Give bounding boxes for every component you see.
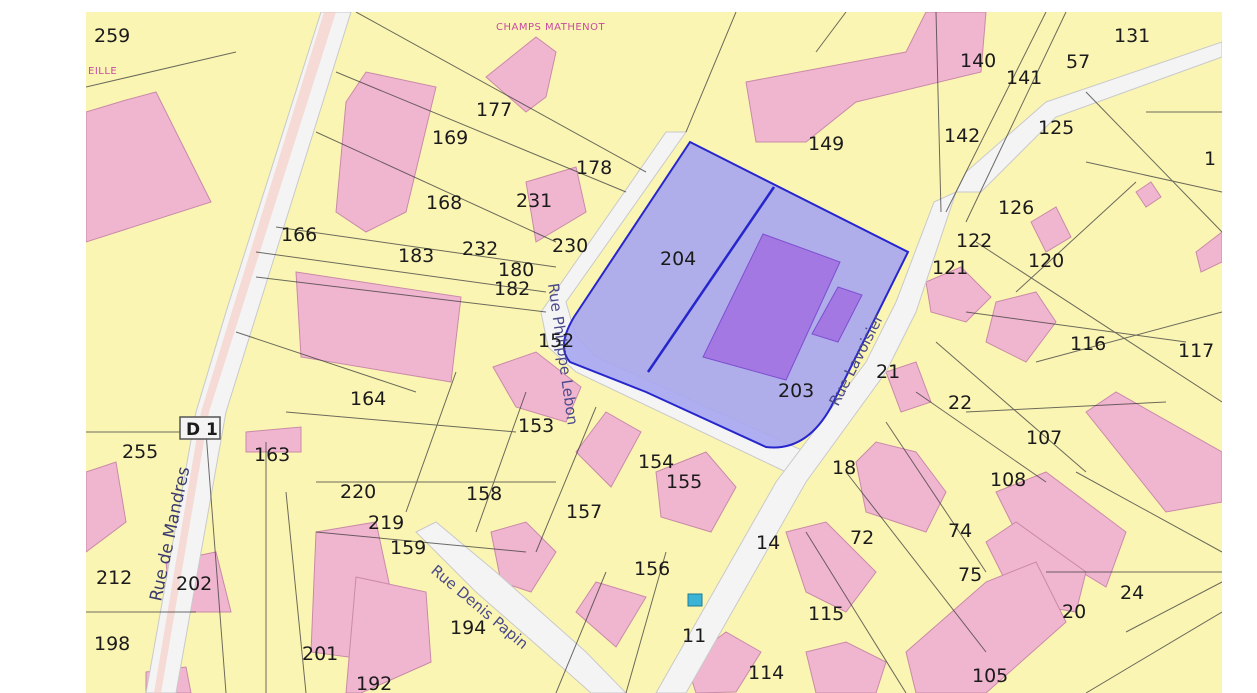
parcel-label: 131: [1114, 25, 1150, 47]
parcel-label: 14: [756, 532, 780, 554]
parcel-label: 202: [176, 573, 212, 595]
parcel-label: 18: [832, 457, 856, 479]
parcel-label: 126: [998, 197, 1034, 219]
parcel-label: 115: [808, 603, 844, 625]
parcel-label: 163: [254, 444, 290, 466]
parcel-label: 74: [948, 520, 972, 542]
parcel-label: 194: [450, 617, 486, 639]
parcel-label: 255: [122, 441, 158, 463]
parcel-label: 142: [944, 125, 980, 147]
parcel-label: 183: [398, 245, 434, 267]
parcel-label: 259: [94, 25, 130, 47]
parcel-label: 75: [958, 564, 982, 586]
parcel-label: 212: [96, 567, 132, 589]
parcel-label: 149: [808, 133, 844, 155]
parcel-label: 24: [1120, 582, 1144, 604]
parcel-label: 157: [566, 501, 602, 523]
parcel-label: 140: [960, 50, 996, 72]
parcel-lines: [86, 12, 1222, 693]
parcel-label: 105: [972, 665, 1008, 687]
map-canvas: D 1 CHAMPS MATHENOT EILLE Rue Philippe L…: [86, 12, 1222, 693]
parcel-label: 230: [552, 235, 588, 257]
parcel-label: 120: [1028, 250, 1064, 272]
parcel-label: 154: [638, 451, 674, 473]
parcel-label: 72: [850, 527, 874, 549]
parcel-label: 22: [948, 392, 972, 414]
road-badge: D 1: [179, 416, 221, 440]
parcel-label: 20: [1062, 601, 1086, 623]
parcel-label: 166: [281, 224, 317, 246]
road-badge-label: D 1: [186, 420, 218, 440]
parcel-label: 159: [390, 537, 426, 559]
parcel-label: 155: [666, 471, 702, 493]
parcel-label: 203: [778, 380, 814, 402]
cadastral-map[interactable]: D 1 CHAMPS MATHENOT EILLE Rue Philippe L…: [86, 12, 1222, 693]
place-name-eille: EILLE: [88, 66, 117, 77]
parcel-label: 125: [1038, 117, 1074, 139]
parcel-label: 108: [990, 469, 1026, 491]
parcel-label: 198: [94, 633, 130, 655]
parcel-label: 164: [350, 388, 386, 410]
parcel-label: 201: [302, 643, 338, 665]
parcel-label: 122: [956, 230, 992, 252]
parcel-label: 107: [1026, 427, 1062, 449]
parcel-label: 177: [476, 99, 512, 121]
parcel-label: 192: [356, 673, 392, 693]
parcel-label: 158: [466, 483, 502, 505]
parcel-labels: 259 177 169 178 168 231 166 183 232 230 …: [94, 25, 1216, 693]
parcel-label: 11: [682, 625, 706, 647]
parcel-label: 114: [748, 662, 784, 684]
parcel-label: 153: [518, 415, 554, 437]
parcel-label: 169: [432, 127, 468, 149]
parcel-label: 204: [660, 248, 696, 270]
parcel-label: 152: [538, 330, 574, 352]
parcel-label: 182: [494, 278, 530, 300]
parcel-label: 117: [1178, 340, 1214, 362]
parcel-label: 178: [576, 157, 612, 179]
parcel-label: 232: [462, 238, 498, 260]
parcel-label: 180: [498, 259, 534, 281]
place-name-champs-mathenot: CHAMPS MATHENOT: [496, 22, 606, 33]
parcel-label: 57: [1066, 51, 1090, 73]
parcel-label: 141: [1006, 67, 1042, 89]
parcel-label: 220: [340, 481, 376, 503]
map-marker-icon: [687, 593, 703, 607]
parcel-label: 168: [426, 192, 462, 214]
parcel-label: 116: [1070, 333, 1106, 355]
parcel-label: 121: [932, 257, 968, 279]
parcel-label: 231: [516, 190, 552, 212]
parcel-label: 156: [634, 558, 670, 580]
highlighted-parcels[interactable]: [563, 140, 910, 449]
parcel-label: 219: [368, 512, 404, 534]
parcel-label: 21: [876, 361, 900, 383]
parcel-label: 1: [1204, 148, 1216, 170]
buildings: [86, 12, 1222, 693]
